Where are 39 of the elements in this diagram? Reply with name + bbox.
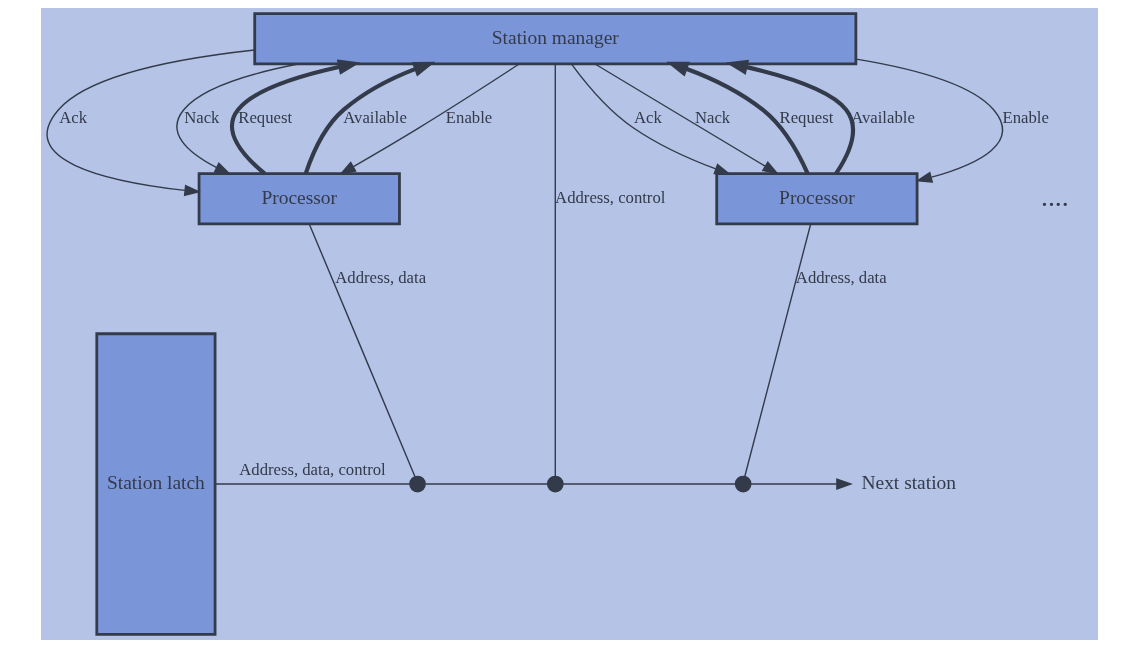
edge-label: Request bbox=[238, 108, 293, 128]
edge-label: Enable bbox=[1002, 108, 1049, 128]
label: .... bbox=[1040, 180, 1069, 212]
node-box: Processor bbox=[715, 172, 919, 226]
connector bbox=[554, 63, 556, 478]
edge-label: Address, data bbox=[335, 268, 427, 288]
edge-label: Ack bbox=[59, 108, 88, 128]
node-box: Station manager bbox=[253, 12, 858, 66]
edge-label: Nack bbox=[694, 108, 731, 128]
connector bbox=[214, 483, 411, 485]
edge-label: Request bbox=[779, 108, 834, 128]
edge-label: Ack bbox=[633, 108, 662, 128]
arrow bbox=[750, 478, 853, 490]
node-box: Processor bbox=[197, 172, 401, 226]
node-circle bbox=[409, 475, 426, 493]
edge-label: Address, data, control bbox=[239, 460, 386, 480]
connector bbox=[424, 483, 548, 485]
edge-label: Address, data bbox=[795, 268, 887, 288]
node-box: Station latch bbox=[95, 332, 217, 636]
arrow bbox=[570, 63, 731, 175]
arrow bbox=[46, 49, 256, 197]
node-text: Next station bbox=[861, 472, 957, 494]
node-circle bbox=[734, 475, 752, 493]
arrow bbox=[725, 59, 855, 175]
arrow bbox=[594, 63, 780, 175]
connector bbox=[562, 483, 737, 485]
arrow bbox=[339, 63, 520, 175]
arrow bbox=[303, 61, 436, 175]
edge-label: Nack bbox=[184, 108, 220, 128]
edge-label: Enable bbox=[445, 108, 493, 128]
connector bbox=[744, 223, 812, 477]
edge-label: Available bbox=[343, 108, 407, 128]
node-circle bbox=[546, 475, 564, 493]
arrow bbox=[666, 61, 810, 175]
arrow bbox=[230, 59, 361, 176]
edge-label: Address, control bbox=[555, 188, 666, 208]
edge-label: Available bbox=[851, 108, 915, 128]
arrow bbox=[855, 58, 1004, 183]
connector bbox=[308, 223, 416, 478]
